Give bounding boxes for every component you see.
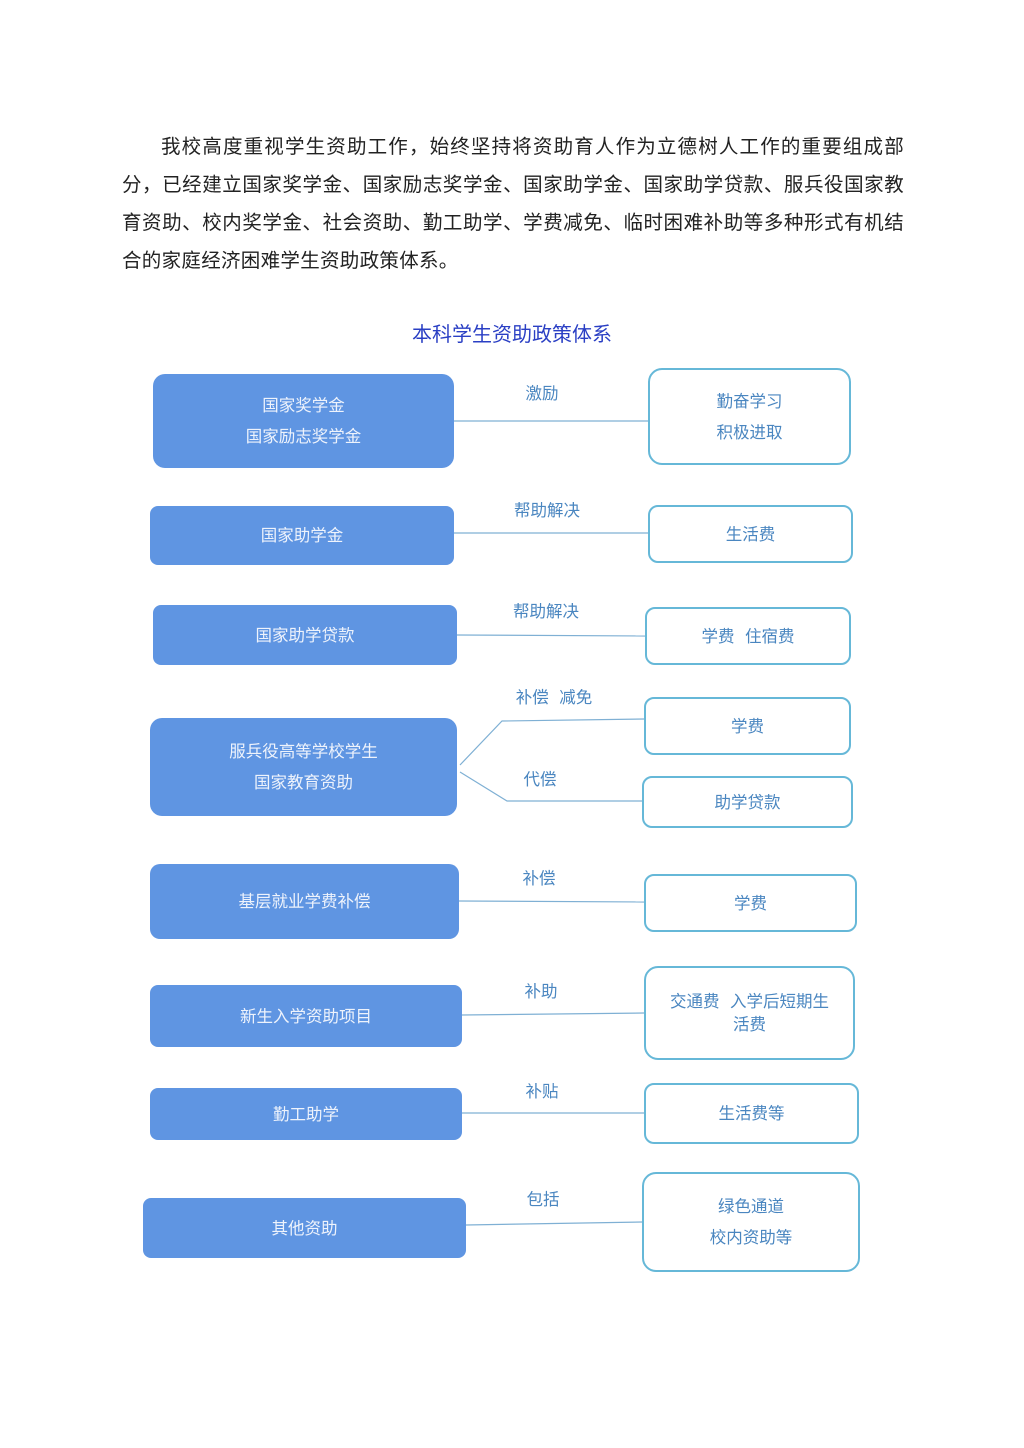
policy-box-grassroots-employment: 基层就业学费补偿 xyxy=(150,864,459,939)
outcome-text: 勤奋学习 xyxy=(716,391,783,411)
policy-box-student-loan: 国家助学贷款 xyxy=(153,605,457,665)
policy-name: 勤工助学 xyxy=(273,1104,339,1124)
outcome-box: 勤奋学习 积极进取 xyxy=(648,368,851,465)
relation-label: 补偿 减免 xyxy=(515,688,593,707)
relation-label: 包括 xyxy=(526,1190,560,1209)
policy-box-freshman-aid: 新生入学资助项目 xyxy=(150,985,462,1047)
policy-name: 其他资助 xyxy=(271,1218,338,1238)
outcome-text: 交通费 入学后短期生 xyxy=(670,992,829,1011)
connector-4b xyxy=(459,771,642,802)
outcome-box: 生活费 xyxy=(648,505,853,563)
outcome-box: 交通费 入学后短期生 活费 xyxy=(644,966,855,1060)
connector-3 xyxy=(456,634,646,637)
policy-name: 国家助学贷款 xyxy=(255,625,355,645)
outcome-text: 学费 xyxy=(734,893,767,913)
outcome-box: 学费 xyxy=(644,874,857,932)
relation-label: 补偿 xyxy=(522,869,556,888)
outcome-text: 生活费等 xyxy=(718,1104,785,1123)
connector-6 xyxy=(461,1012,645,1016)
connector-4a xyxy=(459,718,645,766)
policy-name: 国家教育资助 xyxy=(254,773,353,792)
outcome-text: 活费 xyxy=(733,1015,766,1034)
policy-name: 国家励志奖学金 xyxy=(245,427,362,446)
relation-label: 帮助解决 xyxy=(514,501,580,520)
outcome-text: 积极进取 xyxy=(716,422,783,442)
relation-label: 补贴 xyxy=(525,1082,559,1101)
outcome-text: 助学贷款 xyxy=(714,792,781,812)
connector-8 xyxy=(465,1221,643,1226)
policy-name: 服兵役高等学校学生 xyxy=(229,742,378,761)
diagram-title: 本科学生资助政策体系 xyxy=(412,322,612,346)
connector-5 xyxy=(458,900,645,903)
policy-box-other-aid: 其他资助 xyxy=(143,1198,466,1258)
policy-name: 国家奖学金 xyxy=(262,396,345,415)
intro-paragraph: 我校高度重视学生资助工作，始终坚持将资助育人作为立德树人工作的重要组成部分，已经… xyxy=(122,135,904,272)
relation-label: 补助 xyxy=(524,982,558,1001)
outcome-box: 学费 xyxy=(644,697,851,755)
outcome-box: 生活费等 xyxy=(644,1083,859,1144)
policy-box-national-scholarship: 国家奖学金 国家励志奖学金 xyxy=(153,374,454,468)
outcome-text: 校内资助等 xyxy=(709,1228,793,1247)
policy-name: 新生入学资助项目 xyxy=(240,1006,372,1026)
outcome-text: 学费 xyxy=(731,716,764,736)
outcome-box: 助学贷款 xyxy=(642,776,853,828)
relation-label: 激励 xyxy=(525,384,559,403)
policy-name: 国家助学金 xyxy=(260,526,344,545)
outcome-text: 学费 住宿费 xyxy=(701,626,795,646)
policy-name: 基层就业学费补偿 xyxy=(238,892,371,911)
outcome-box: 绿色通道 校内资助等 xyxy=(642,1172,860,1272)
policy-box-national-grant: 国家助学金 xyxy=(150,506,454,565)
outcome-text: 生活费 xyxy=(725,524,776,544)
policy-box-military-service-aid: 服兵役高等学校学生 国家教育资助 xyxy=(150,718,457,816)
relation-label: 帮助解决 xyxy=(513,602,579,621)
relation-label: 代偿 xyxy=(523,770,557,789)
outcome-box: 学费 住宿费 xyxy=(645,607,851,665)
outcome-text: 绿色通道 xyxy=(718,1197,784,1216)
policy-box-work-study: 勤工助学 xyxy=(150,1088,462,1140)
